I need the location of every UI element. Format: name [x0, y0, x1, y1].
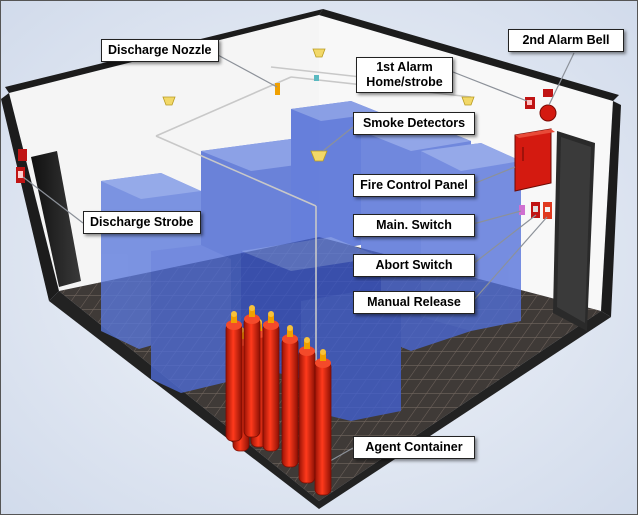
- control-panel-icon: [514, 128, 555, 192]
- switch-icons: [519, 202, 552, 219]
- alarm-home-strobe-label: 1st Alarm Home/strobe: [356, 57, 453, 93]
- discharge-nozzle-label: Discharge Nozzle: [101, 39, 219, 62]
- left-door: [31, 151, 81, 287]
- main-switch-label: Main. Switch: [353, 214, 475, 237]
- agent-containers: [225, 305, 332, 496]
- alarm-home-strobe-icon: [525, 97, 535, 109]
- abort-switch-label: Abort Switch: [353, 254, 475, 277]
- cylinder-icon: [281, 325, 299, 468]
- cylinder-icon: [225, 311, 243, 442]
- cylinder-icon: [262, 311, 280, 452]
- fire-control-panel-label: Fire Control Panel: [353, 174, 475, 197]
- alarm-home-strobe-label-line2: Home/strobe: [366, 75, 443, 89]
- alarm-bell-icon: [539, 89, 557, 122]
- agent-container-label: Agent Container: [353, 436, 475, 459]
- manual-release-label: Manual Release: [353, 291, 475, 314]
- nozzle-icon: [275, 75, 319, 95]
- strobe-icon: [16, 149, 27, 183]
- smoke-detectors-label: Smoke Detectors: [353, 112, 475, 135]
- alarm-home-strobe-label-line1: 1st Alarm: [376, 60, 433, 74]
- cylinder-icon: [314, 349, 332, 496]
- alarm-bell-label: 2nd Alarm Bell: [508, 29, 624, 52]
- discharge-strobe-label: Discharge Strobe: [83, 211, 201, 234]
- cylinder-icon: [298, 337, 316, 484]
- ceiling-detector-icon: [162, 48, 475, 162]
- cylinder-icon: [243, 305, 261, 438]
